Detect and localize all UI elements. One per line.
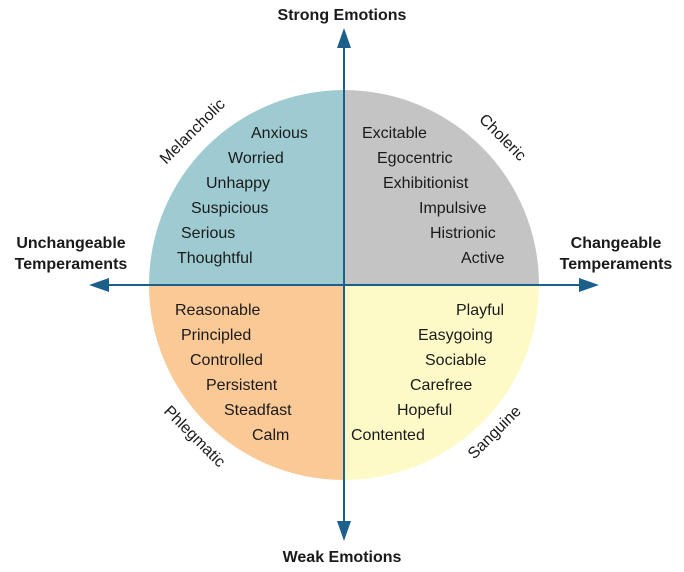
melancholic-trait: Suspicious: [191, 200, 268, 217]
sanguine-trait: Easygoing: [418, 327, 493, 344]
choleric-trait: Exhibitionist: [383, 175, 469, 192]
phlegmatic-quadrant: [149, 285, 344, 480]
choleric-trait: Egocentric: [377, 150, 453, 167]
phlegmatic-trait: Controlled: [190, 352, 263, 369]
phlegmatic-trait: Reasonable: [175, 302, 261, 319]
phlegmatic-trait: Calm: [252, 427, 289, 444]
axis-label-right-line1: Changeable: [571, 235, 662, 252]
arrow-left-icon: [89, 278, 109, 292]
melancholic-trait: Unhappy: [206, 175, 270, 192]
melancholic-trait: Thoughtful: [177, 250, 253, 267]
choleric-trait: Histrionic: [430, 225, 496, 242]
arrow-up-icon: [337, 28, 351, 48]
sanguine-trait: Hopeful: [397, 402, 452, 419]
melancholic-trait: Serious: [181, 225, 235, 242]
arrow-down-icon: [337, 521, 351, 541]
phlegmatic-trait: Steadfast: [224, 402, 292, 419]
axis-label-left-line1: Unchangeable: [16, 235, 125, 252]
melancholic-trait: Anxious: [251, 125, 308, 142]
axis-label-top: Strong Emotions: [278, 7, 407, 24]
sanguine-trait: Contented: [351, 427, 425, 444]
sanguine-quadrant: [344, 285, 539, 480]
axis-label-left-line2: Temperaments: [15, 256, 128, 273]
phlegmatic-trait: Principled: [181, 327, 251, 344]
choleric-quadrant: [344, 90, 539, 285]
arrow-right-icon: [579, 278, 599, 292]
melancholic-trait: Worried: [228, 150, 284, 167]
choleric-trait: Active: [461, 250, 505, 267]
choleric-trait: Excitable: [362, 125, 427, 142]
melancholic-quadrant: [149, 90, 344, 285]
choleric-trait: Impulsive: [419, 200, 487, 217]
axis-label-right-line2: Temperaments: [560, 256, 673, 273]
sanguine-trait: Carefree: [410, 377, 472, 394]
sanguine-trait: Sociable: [425, 352, 486, 369]
phlegmatic-trait: Persistent: [206, 377, 278, 394]
axis-label-bottom: Weak Emotions: [283, 549, 402, 566]
sanguine-trait: Playful: [456, 302, 504, 319]
